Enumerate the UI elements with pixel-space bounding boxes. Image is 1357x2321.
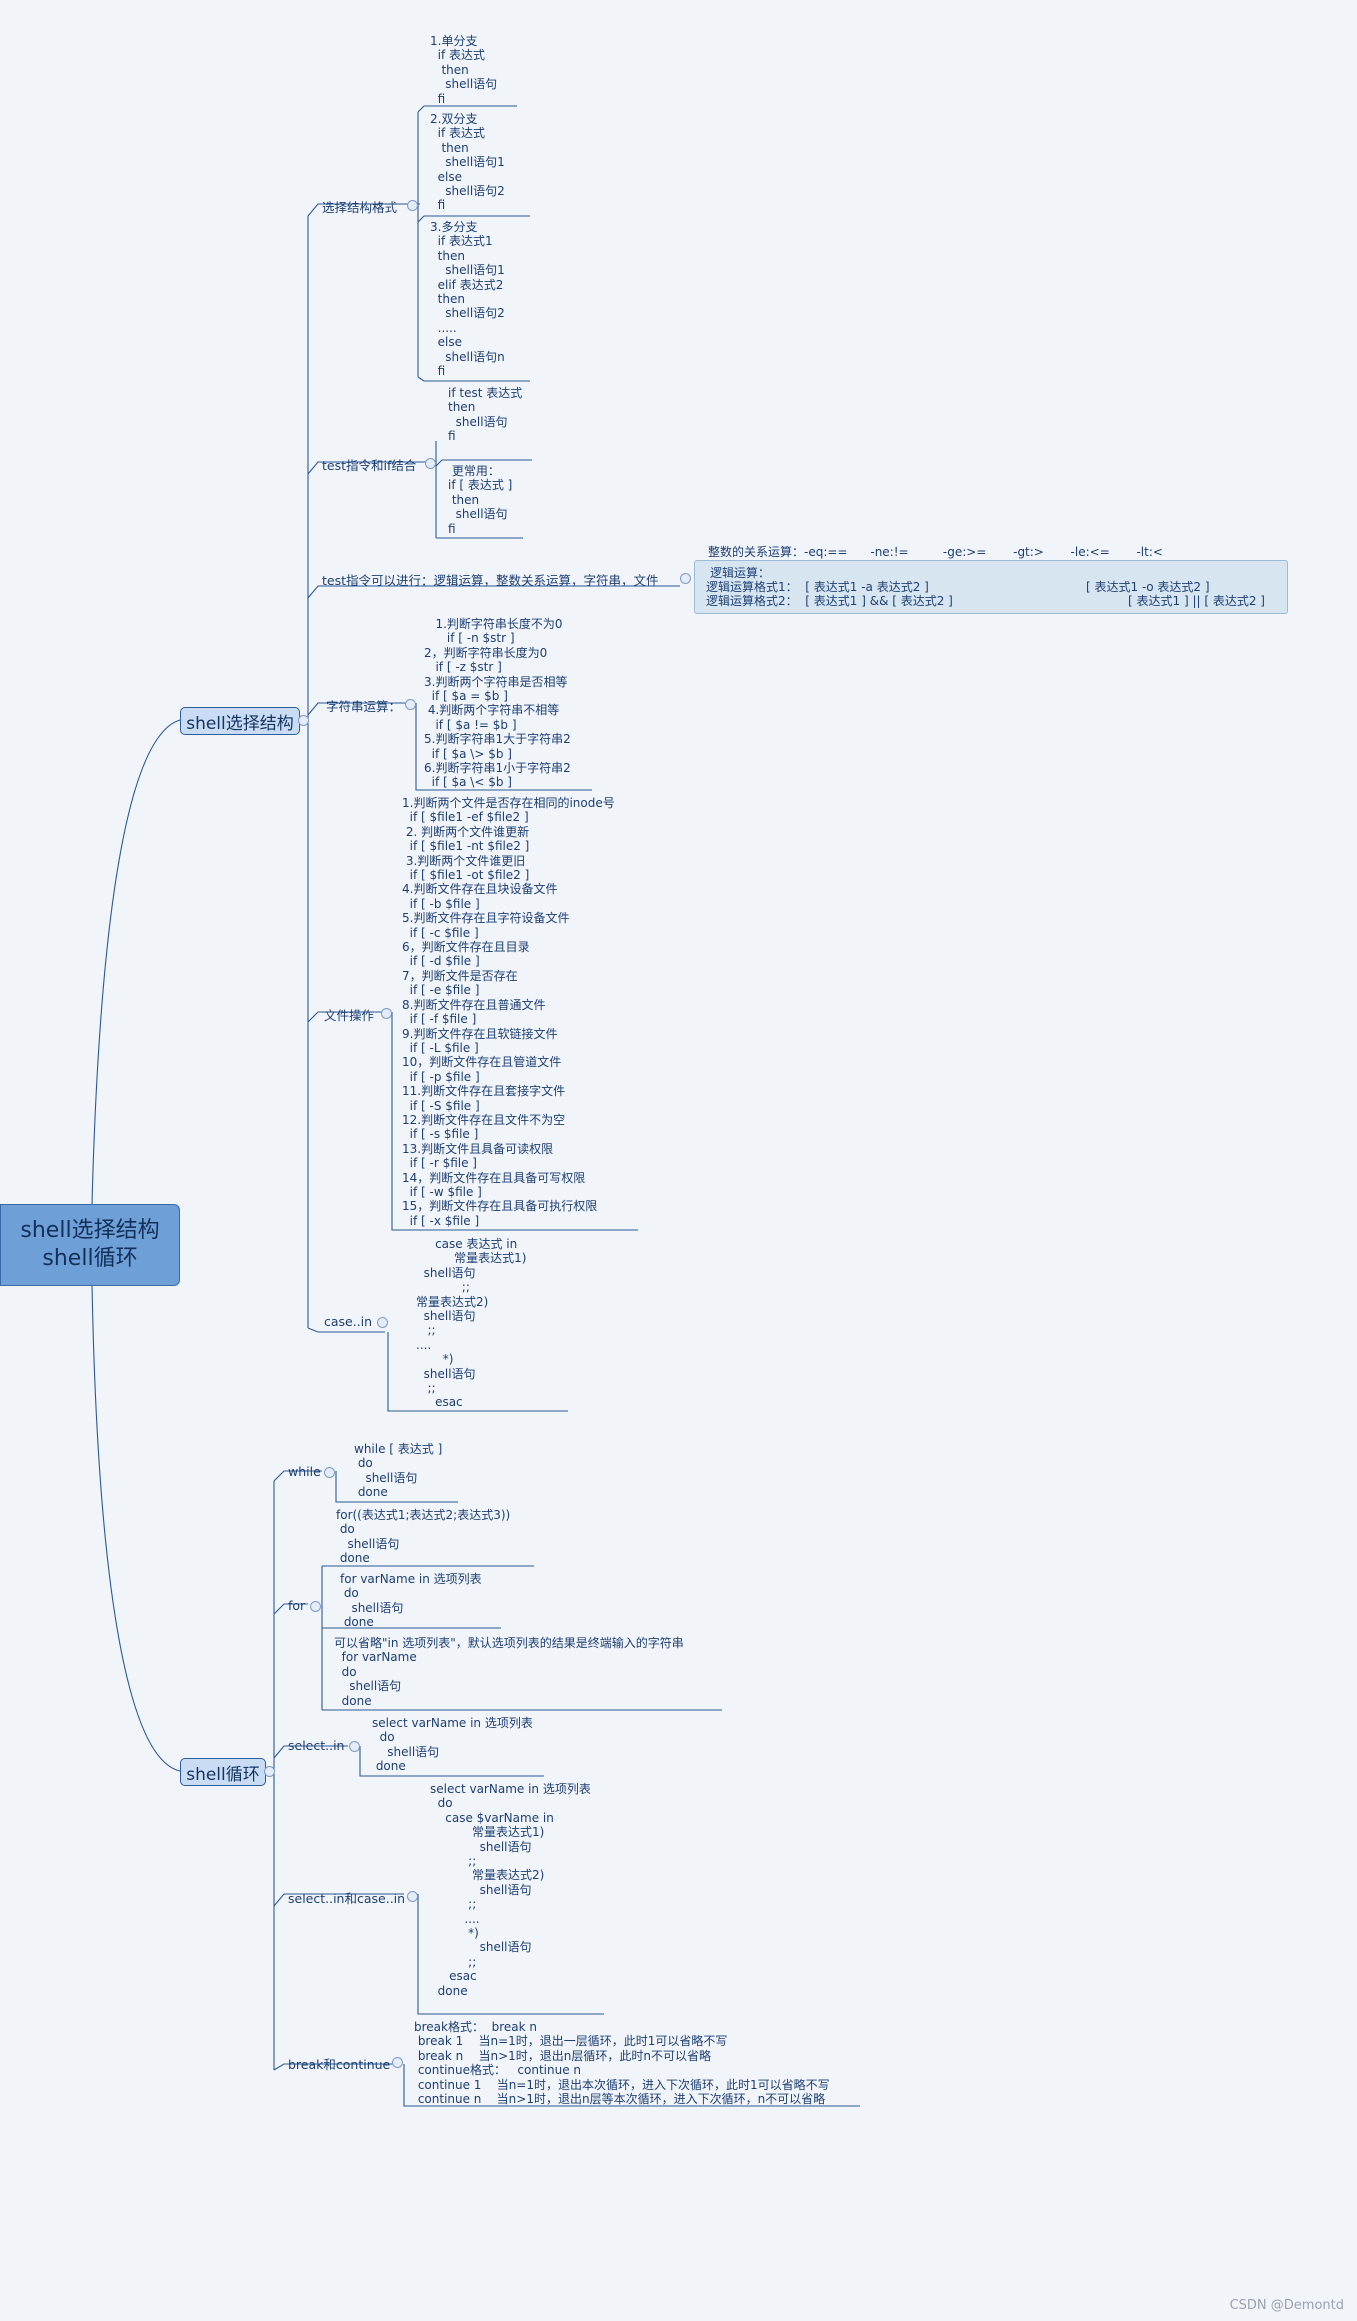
while-code: while [ 表达式 ] do shell语句 done <box>354 1442 443 1500</box>
topic-shell-loop[interactable]: shell循环 <box>180 1758 266 1786</box>
watermark: CSDN @Demontd <box>1229 2298 1344 2313</box>
branch-test-if[interactable]: test指令和if结合 <box>322 458 417 473</box>
collapse-toggle-icon[interactable] <box>264 1766 275 1777</box>
root-line-2: shell循环 <box>42 1246 138 1271</box>
collapse-toggle-icon[interactable] <box>392 2057 403 2068</box>
select-in-code: select varName in 选项列表 do shell语句 done <box>372 1716 533 1774</box>
format-single-branch: 1.单分支 if 表达式 then shell语句 fi <box>430 34 498 106</box>
branch-select-case[interactable]: select..in和case..in <box>288 1891 406 1906</box>
case-in-code: case 表达式 in 常量表达式1) shell语句 ;; 常量表达式2) s… <box>416 1237 527 1410</box>
logic-ops-box <box>694 560 1288 614</box>
branch-break-continue[interactable]: break和continue <box>288 2057 391 2072</box>
collapse-toggle-icon[interactable] <box>298 715 309 726</box>
collapse-toggle-icon[interactable] <box>405 699 416 710</box>
branch-format[interactable]: 选择结构格式 <box>322 200 398 215</box>
branch-case[interactable]: case..in <box>324 1314 373 1329</box>
logic-ops-format-2-or: [ 表达式1 ] || [ 表达式2 ] <box>1128 594 1265 608</box>
file-ops-list: 1.判断两个文件是否存在相同的inode号 if [ $file1 -ef $f… <box>402 796 615 1228</box>
branch-while[interactable]: while <box>288 1464 321 1479</box>
test-if-form-b: 更常用： if [ 表达式 ] then shell语句 fi <box>448 464 513 536</box>
collapse-toggle-icon[interactable] <box>425 458 436 469</box>
branch-for[interactable]: for <box>288 1598 306 1613</box>
logic-ops-title: 逻辑运算： <box>710 566 771 580</box>
collapse-toggle-icon[interactable] <box>407 200 418 211</box>
branch-test-ops[interactable]: test指令可以进行：逻辑运算，整数关系运算，字符串，文件 <box>322 573 659 588</box>
format-double-branch: 2.双分支 if 表达式 then shell语句1 else shell语句2… <box>430 112 505 213</box>
for-in-list-code: for varName in 选项列表 do shell语句 done <box>340 1572 482 1630</box>
test-if-form-a: if test 表达式 then shell语句 fi <box>448 386 523 444</box>
collapse-toggle-icon[interactable] <box>349 1741 360 1752</box>
collapse-toggle-icon[interactable] <box>407 1891 418 1902</box>
select-case-code: select varName in 选项列表 do case $varName … <box>430 1782 591 1998</box>
collapse-toggle-icon[interactable] <box>680 573 691 584</box>
break-continue-code: break格式： break n break 1 当n=1时，退出一层循环，此时… <box>414 2020 830 2107</box>
collapse-toggle-icon[interactable] <box>381 1008 392 1019</box>
for-c-style-code: for((表达式1;表达式2;表达式3)) do shell语句 done <box>336 1508 511 1566</box>
topic-shell-selection[interactable]: shell选择结构 <box>180 707 300 735</box>
root-topic[interactable]: shell选择结构 shell循环 <box>0 1204 180 1286</box>
for-no-list-code: 可以省略"in 选项列表"，默认选项列表的结果是终端输入的字符串 for var… <box>334 1636 684 1708</box>
topic-shell-selection-label: shell选择结构 <box>186 713 294 734</box>
branch-string[interactable]: 字符串运算： <box>326 699 402 714</box>
branch-file[interactable]: 文件操作 <box>324 1008 375 1023</box>
collapse-toggle-icon[interactable] <box>377 1317 388 1328</box>
root-line-1: shell选择结构 <box>20 1218 160 1243</box>
branch-select[interactable]: select..in <box>288 1738 345 1753</box>
collapse-toggle-icon[interactable] <box>324 1467 335 1478</box>
logic-ops-format-1-or: [ 表达式1 -o 表达式2 ] <box>1086 580 1210 594</box>
collapse-toggle-icon[interactable] <box>310 1601 321 1612</box>
topic-shell-loop-label: shell循环 <box>186 1764 260 1785</box>
logic-ops-format-2: 逻辑运算格式2： [ 表达式1 ] && [ 表达式2 ] <box>706 594 953 608</box>
format-multi-branch: 3.多分支 if 表达式1 then shell语句1 elif 表达式2 th… <box>430 220 505 379</box>
string-ops-list: 1.判断字符串长度不为0 if [ -n $str ] 2，判断字符串长度为0 … <box>424 617 571 790</box>
logic-ops-format-1: 逻辑运算格式1： [ 表达式1 -a 表达式2 ] <box>706 580 929 594</box>
integer-relation-ops: 整数的关系运算：-eq:== -ne:!= -ge:>= -gt:> -le:<… <box>708 545 1163 559</box>
